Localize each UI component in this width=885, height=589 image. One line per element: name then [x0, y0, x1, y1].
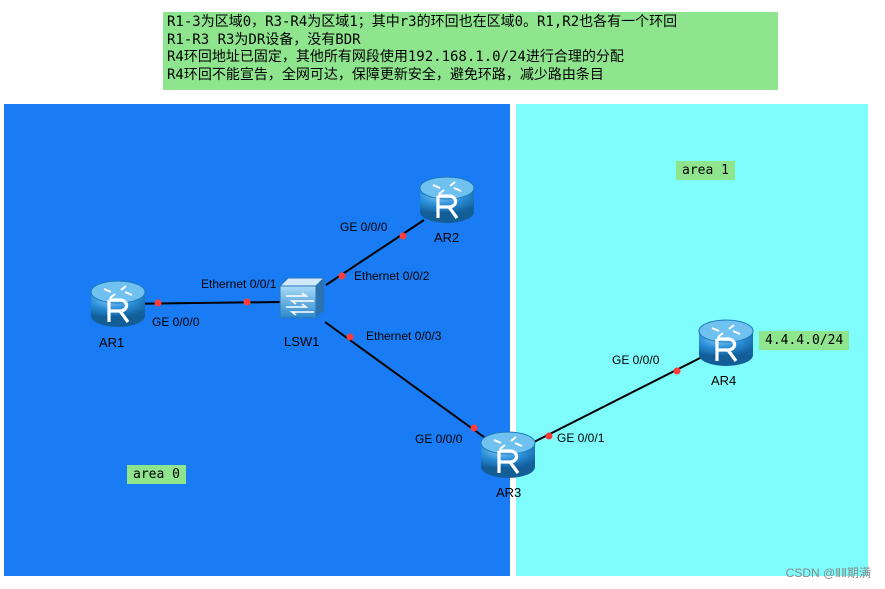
area-1-label: area 1: [676, 161, 735, 180]
if-label-ar1-ge000: GE 0/0/0: [152, 315, 200, 329]
if-label-ar3-ge001: GE 0/0/1: [557, 431, 605, 445]
device-label-ar4: AR4: [711, 373, 736, 388]
requirements-note: R1-3为区域0，R3-R4为区域1；其中r3的环回也在区域0。R1,R2也各有…: [163, 12, 778, 90]
device-label-ar2: AR2: [434, 230, 459, 245]
port-dot: [243, 298, 251, 306]
area-0-label: area 0: [127, 465, 186, 484]
if-label-ar4-ge000: GE 0/0/0: [612, 353, 660, 367]
port-dot: [346, 333, 354, 341]
note-line-3: R4环回地址已固定，其他所有网段使用192.168.1.0/24进行合理的分配: [167, 49, 624, 65]
note-line-2: R1-R3 R3为DR设备，没有BDR: [167, 31, 361, 48]
port-dot: [338, 272, 346, 280]
watermark: CSDN @ⅡⅡ期满: [785, 566, 871, 580]
if-label-ar2-ge000: GE 0/0/0: [340, 220, 388, 234]
note-line-1: R1-3为区域0，R3-R4为区域1；其中r3的环回也在区域0。R1,R2也各有…: [167, 14, 678, 30]
switch-lsw1-icon[interactable]: [279, 277, 325, 319]
note-line-4: R4环回不能宣告，全网可达，保障更新安全，避免环路，减少路由条目: [167, 66, 604, 83]
port-dot: [399, 232, 407, 240]
router-ar3-icon[interactable]: [479, 430, 537, 480]
router-ar4-icon[interactable]: [697, 318, 755, 368]
port-dot: [470, 424, 478, 432]
router-ar2-icon[interactable]: [418, 175, 476, 225]
if-label-lsw1-eth002: Ethernet 0/0/2: [354, 269, 430, 283]
link-lsw1-ar3: [324, 321, 489, 441]
link-ar3-ar4: [531, 354, 707, 444]
if-label-ar3-ge000: GE 0/0/0: [415, 432, 463, 446]
port-dot: [673, 367, 681, 375]
ar4-loopback-label: 4.4.4.0/24: [759, 331, 850, 350]
device-label-ar1: AR1: [99, 335, 124, 350]
device-label-ar3: AR3: [496, 485, 521, 500]
device-label-lsw1: LSW1: [284, 334, 319, 349]
if-label-lsw1-eth001: Ethernet 0/0/1: [201, 277, 277, 291]
if-label-lsw1-eth003: Ethernet 0/0/3: [366, 329, 442, 343]
port-dot: [545, 432, 553, 440]
port-dot: [154, 299, 162, 307]
router-ar1-icon[interactable]: [89, 279, 147, 329]
